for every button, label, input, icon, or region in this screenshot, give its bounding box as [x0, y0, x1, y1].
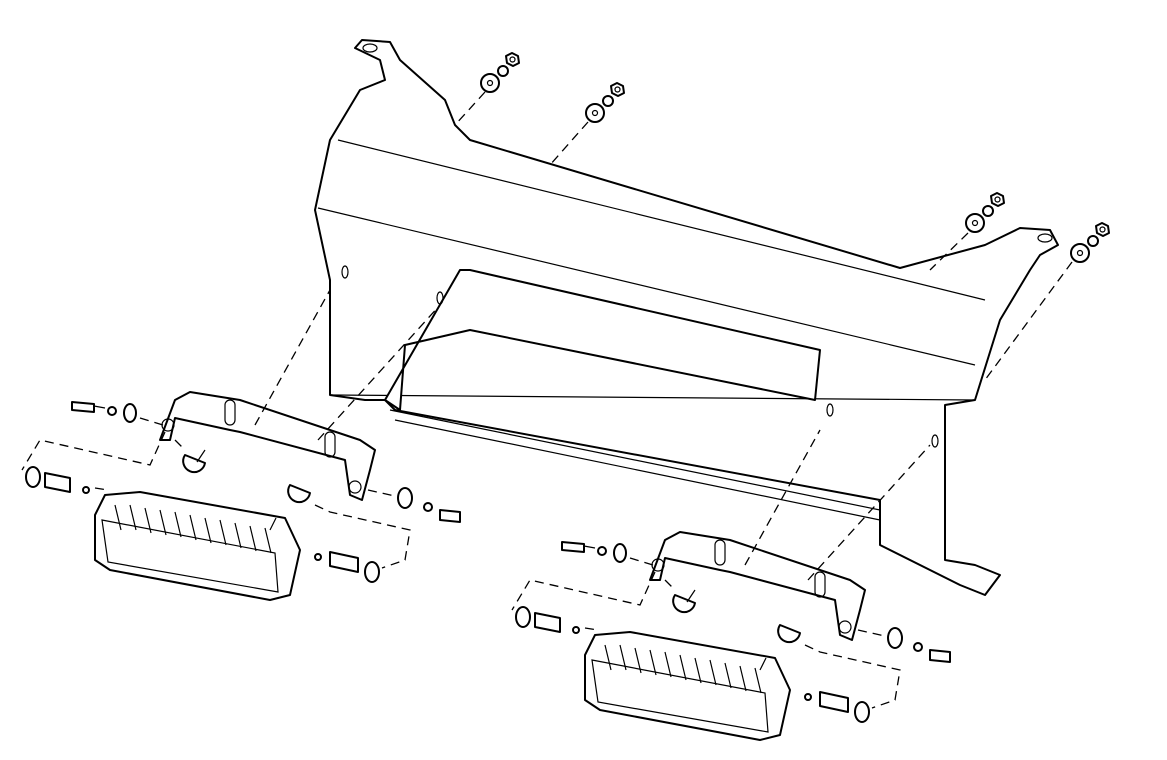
hardware-nut-stacks — [454, 52, 1110, 381]
mounting-plate-icon — [314, 39, 1059, 596]
